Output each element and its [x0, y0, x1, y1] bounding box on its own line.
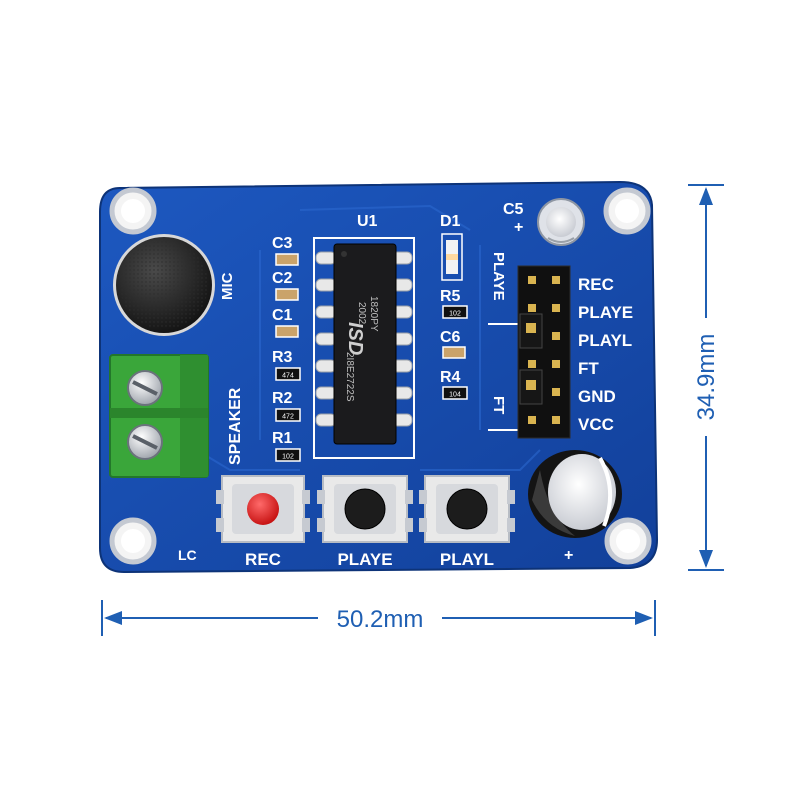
r1-label: R1: [272, 430, 293, 447]
mic-label: MIC: [219, 272, 236, 300]
c5-label: C5: [503, 201, 524, 218]
c1-label: C1: [272, 307, 293, 324]
chip-body: [333, 243, 397, 445]
header-pin-labels: REC PLAYE PLAYL FT GND VCC: [578, 275, 633, 434]
c5-plus: +: [514, 219, 523, 236]
c3-label: C3: [272, 235, 293, 252]
resistor-r4: 104: [442, 386, 468, 400]
r4-label: R4: [440, 369, 461, 386]
speaker-terminal: [109, 354, 209, 478]
ft-vertical-label: FT: [490, 396, 507, 414]
r3-code: 474: [282, 373, 294, 380]
r5-label: R5: [440, 288, 461, 305]
playe-vertical-label: PLAYE: [490, 252, 507, 301]
resistor-r1: 102: [275, 448, 301, 462]
r4-code: 104: [449, 392, 461, 399]
playe-button-cap[interactable]: [344, 488, 386, 530]
c6-label: C6: [440, 329, 461, 346]
resistor-r3: 474: [275, 367, 301, 381]
u1-label: U1: [357, 213, 378, 230]
playl-button-label: PLAYL: [440, 550, 494, 569]
rec-button-cap[interactable]: [247, 493, 279, 525]
pin-label-playl: PLAYL: [578, 331, 632, 350]
chip-marking-3: 2I8E2722S: [344, 352, 355, 402]
chip-marking-2: 2002: [356, 302, 367, 325]
width-dimension: [101, 600, 656, 636]
mounting-hole-bottom-left: [109, 517, 157, 565]
playl-button-cap[interactable]: [446, 488, 488, 530]
capacitor-plus: +: [564, 547, 573, 564]
d1-label: D1: [440, 213, 461, 230]
chip-pins-left: [315, 251, 337, 427]
microphone: [113, 234, 215, 336]
rec-button-label: REC: [245, 550, 281, 569]
pin-label-playe: PLAYE: [578, 303, 633, 322]
r2-code: 472: [282, 414, 294, 421]
mounting-hole-top-left: [109, 187, 157, 235]
playe-button[interactable]: [317, 475, 413, 543]
width-dimension-label: 50.2mm: [337, 606, 424, 633]
capacitor-c2: [275, 288, 299, 301]
r3-label: R3: [272, 349, 293, 366]
chip-marking-1: 1820PY: [368, 296, 379, 332]
rec-button[interactable]: [216, 475, 310, 543]
electrolytic-capacitor: [528, 450, 622, 538]
mounting-hole-bottom-right: [604, 517, 652, 565]
speaker-label: SPEAKER: [227, 387, 244, 465]
r2-label: R2: [272, 390, 293, 407]
pin-label-vcc: VCC: [578, 415, 614, 434]
capacitor-c1: [275, 325, 299, 338]
lc-label: LC: [178, 547, 197, 563]
resistor-r2: 472: [275, 408, 301, 422]
r1-code: 102: [282, 454, 294, 461]
pin-label-rec: REC: [578, 275, 614, 294]
chip-logo: ISD: [344, 322, 366, 355]
playl-button[interactable]: [419, 475, 515, 543]
capacitor-c6: [442, 346, 466, 359]
led-d1: [441, 233, 463, 281]
pin-label-gnd: GND: [578, 387, 616, 406]
r5-code: 102: [449, 311, 461, 318]
pin-header-body: [517, 265, 571, 439]
playe-button-label: PLAYE: [337, 550, 392, 569]
capacitor-c5: [537, 198, 585, 246]
c2-label: C2: [272, 270, 293, 287]
chip-outline: [313, 237, 415, 459]
resistor-r5: 102: [442, 305, 468, 319]
pcb-traces: [204, 204, 541, 471]
pin-label-ft: FT: [578, 359, 599, 378]
height-dimension-label: 34.9mm: [693, 334, 720, 421]
capacitor-c3: [275, 253, 299, 266]
mounting-hole-top-right: [603, 187, 651, 235]
height-dimension: [688, 184, 724, 571]
